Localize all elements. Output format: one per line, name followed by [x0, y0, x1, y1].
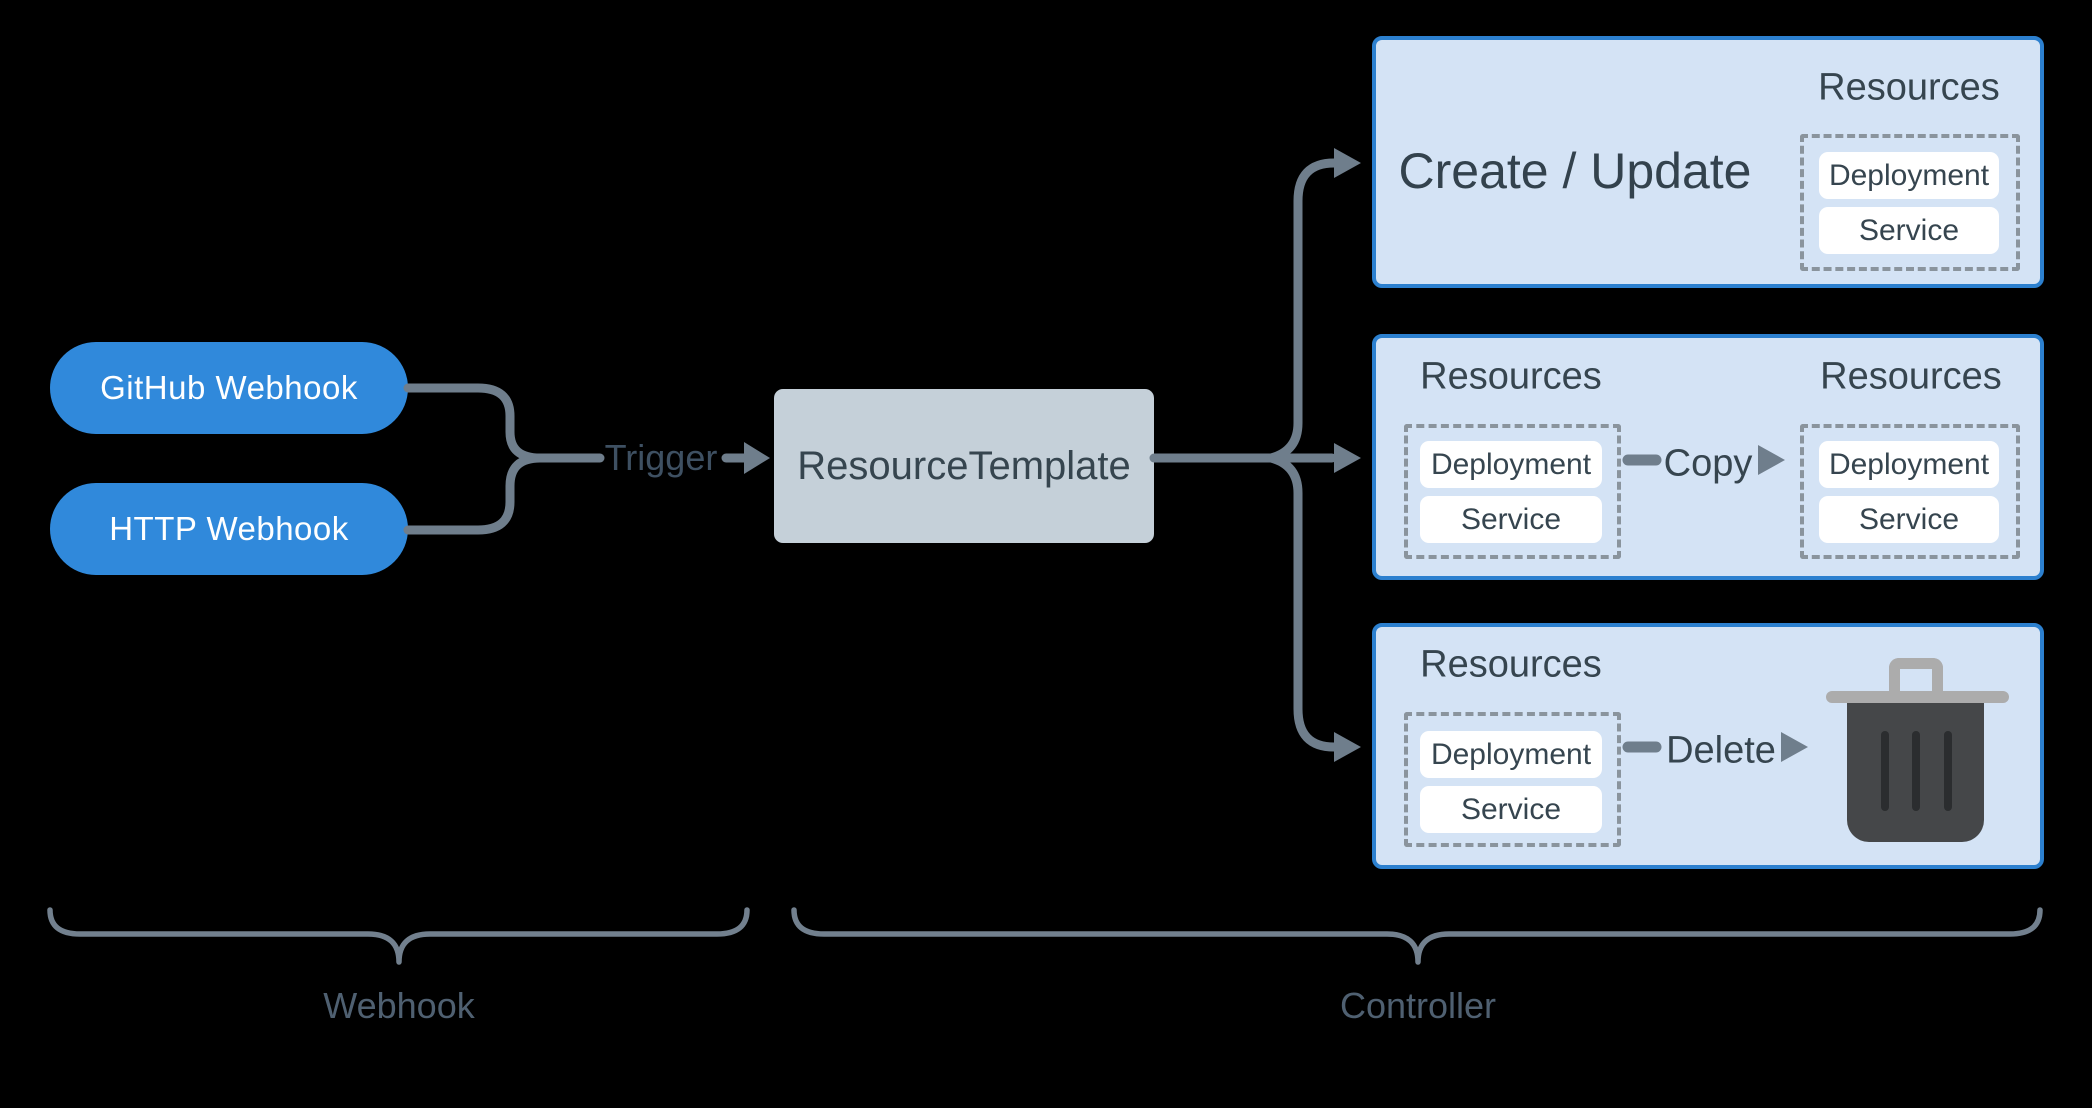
deployment-label: Deployment — [1828, 447, 1990, 481]
deployment-label: Deployment — [1430, 447, 1592, 481]
resources-dashed-group-left — [1404, 424, 1621, 559]
create-update-box: Create / Update Resources Deployment Ser… — [1372, 36, 2044, 288]
service-node: Service — [1819, 207, 1999, 254]
copy-box: Resources Resources Deployment Service C… — [1372, 334, 2044, 580]
trigger-arrow — [721, 442, 770, 474]
deployment-node: Deployment — [1420, 441, 1602, 488]
resources-dashed-group — [1800, 134, 2020, 271]
http-webhook-label: HTTP Webhook — [109, 510, 349, 547]
right-brace — [791, 907, 2043, 965]
delete-action-label: Delete — [1666, 729, 1776, 772]
deployment-label: Deployment — [1828, 158, 1990, 192]
service-node: Service — [1420, 786, 1602, 833]
resources-dashed-group — [1404, 712, 1621, 847]
service-label: Service — [1858, 502, 1960, 536]
trash-icon — [1826, 658, 2009, 844]
github-webhook-label: GitHub Webhook — [100, 369, 358, 406]
service-node: Service — [1819, 496, 1999, 543]
webhook-merge-line — [403, 383, 605, 535]
create-update-title: Create / Update — [1398, 143, 1752, 199]
branch-connector — [1149, 158, 1339, 752]
resources-label: Resources — [1420, 643, 1602, 686]
deployment-node: Deployment — [1819, 152, 1999, 199]
webhook-brace-label: Webhook — [323, 985, 475, 1026]
controller-brace-label: Controller — [1339, 985, 1497, 1026]
deployment-label: Deployment — [1430, 737, 1592, 771]
left-brace — [47, 907, 750, 965]
github-webhook-node: GitHub Webhook — [50, 342, 408, 434]
resources-label: Resources — [1818, 66, 2000, 109]
resources-dashed-group-right — [1800, 424, 2020, 559]
trash-handle — [1889, 658, 1943, 704]
resources-label-left: Resources — [1420, 355, 1602, 398]
resources-label-right: Resources — [1820, 355, 2002, 398]
service-node: Service — [1420, 496, 1602, 543]
service-label: Service — [1858, 213, 1960, 247]
deployment-node: Deployment — [1819, 441, 1999, 488]
trigger-label: Trigger — [604, 437, 718, 478]
deployment-node: Resources Deployment — [1420, 731, 1602, 778]
branch-arrowheads — [1334, 148, 1361, 762]
http-webhook-node: HTTP Webhook — [50, 483, 408, 575]
trash-body — [1847, 703, 1984, 842]
resource-template-label: ResourceTemplate — [797, 443, 1131, 488]
trash-lid — [1826, 691, 2009, 703]
service-label: Service — [1460, 502, 1562, 536]
delete-box: Resources Resources Deployment Service D… — [1372, 623, 2044, 869]
copy-action-label: Copy — [1663, 442, 1753, 485]
resource-template-node: ResourceTemplate — [774, 389, 1154, 543]
service-label: Service — [1460, 792, 1562, 826]
